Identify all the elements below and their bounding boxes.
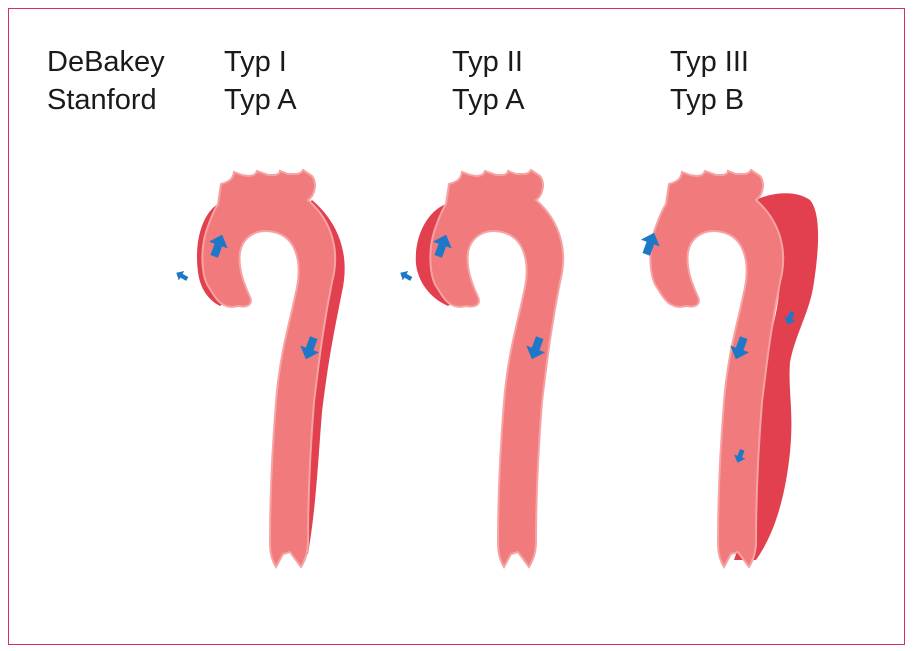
- blood-flow-arrow-icon: [174, 268, 190, 284]
- blood-flow-arrow-icon: [398, 268, 414, 284]
- aorta-type-2: [398, 170, 564, 567]
- aorta-type-3: [637, 170, 818, 567]
- aorta-type-1: [174, 170, 345, 567]
